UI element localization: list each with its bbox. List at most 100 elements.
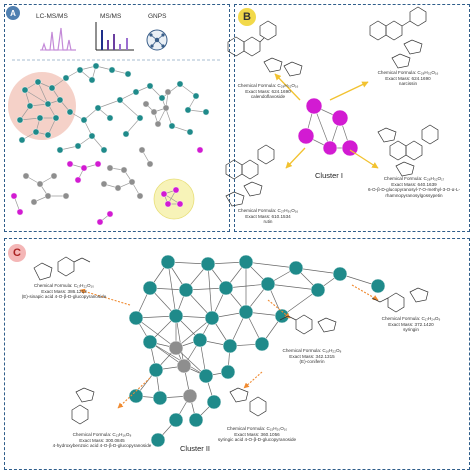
name: syringin bbox=[403, 327, 419, 333]
network-node bbox=[44, 100, 52, 108]
network-node bbox=[162, 104, 170, 112]
network-node bbox=[260, 276, 276, 292]
network-node bbox=[220, 364, 236, 380]
network-node bbox=[16, 208, 24, 216]
msms-spectrum-icon bbox=[95, 22, 134, 51]
network-node bbox=[172, 186, 180, 194]
structure-hydroxybenzoic-glucoside bbox=[71, 387, 95, 425]
name: (E)-sinapic acid 4-O-β-D-glucopyranoside bbox=[21, 294, 107, 300]
mass: Exact Mass: 624.1690 bbox=[245, 88, 291, 94]
name: 4-hydroxybenzoic acid 4-O-β-D-glucopyran… bbox=[52, 443, 152, 449]
network-node bbox=[310, 282, 326, 298]
network-node bbox=[21, 86, 29, 94]
formula: Chemical Formula: C₁₅H₂₀O₁₀ bbox=[226, 426, 288, 431]
structure-narcissin bbox=[369, 6, 427, 69]
network-node bbox=[238, 304, 254, 320]
network-edge bbox=[149, 341, 207, 377]
network-node bbox=[238, 254, 254, 270]
network-node bbox=[48, 84, 56, 92]
network-edge bbox=[175, 315, 185, 367]
network-node bbox=[254, 336, 270, 352]
network-node bbox=[80, 116, 88, 124]
highlight-yellow-region bbox=[153, 178, 195, 220]
cluster-ii-arrows bbox=[79, 284, 379, 409]
network-node bbox=[202, 108, 210, 116]
network-node bbox=[332, 266, 348, 282]
network-edge bbox=[135, 317, 177, 349]
lcms-label: LC-MS/MS bbox=[36, 13, 68, 20]
network-node bbox=[80, 164, 88, 172]
network-node bbox=[150, 432, 166, 448]
network-edge bbox=[281, 289, 319, 317]
network-node bbox=[132, 88, 140, 96]
network-edge bbox=[97, 99, 121, 109]
network-node bbox=[188, 412, 204, 428]
network-node bbox=[34, 78, 42, 86]
compound-info-narcissin: Chemical Formula: C₂₈H₃₂O₁₆ Exact Mass: … bbox=[376, 70, 440, 87]
cluster-i-network bbox=[297, 97, 359, 157]
network-edge bbox=[167, 261, 177, 317]
formula: Chemical Formula: C₂₇H₃₀O₁₆ bbox=[237, 208, 299, 213]
cluster-i-label: Cluster I bbox=[315, 171, 343, 180]
gnps-network-icon bbox=[146, 29, 168, 51]
network-node bbox=[142, 280, 158, 296]
network-node bbox=[150, 108, 158, 116]
network-node bbox=[331, 109, 349, 127]
network-node bbox=[30, 198, 38, 206]
network-node bbox=[176, 200, 184, 208]
mass: Exact Mass: 624.1690 bbox=[385, 75, 431, 81]
network-node bbox=[56, 146, 64, 154]
network-node bbox=[206, 394, 222, 410]
network-node bbox=[106, 164, 114, 172]
network-node bbox=[160, 254, 176, 270]
network-node bbox=[92, 62, 100, 70]
network-node bbox=[200, 256, 216, 272]
network-node bbox=[44, 131, 52, 139]
network-node bbox=[52, 114, 60, 122]
formula: Chemical Formula: C₁₃H₁₆O₈ bbox=[72, 432, 132, 437]
network-edge bbox=[267, 283, 319, 291]
name: rutin bbox=[263, 219, 273, 225]
network-node bbox=[128, 388, 144, 404]
network-edge bbox=[175, 317, 213, 349]
name: rhamnopyranosylgossypetin bbox=[385, 193, 443, 199]
network-node bbox=[136, 192, 144, 200]
network-node bbox=[18, 136, 26, 144]
network-node bbox=[182, 388, 198, 404]
network-node bbox=[16, 116, 24, 124]
network-node bbox=[76, 66, 84, 74]
network-node bbox=[128, 178, 136, 186]
network-node bbox=[222, 338, 238, 354]
network-node bbox=[158, 94, 166, 102]
network-node bbox=[305, 97, 323, 115]
mass: Exact Mass: 342.1315 bbox=[289, 353, 335, 359]
structure-gossypetin-glycoside bbox=[377, 124, 439, 177]
structure-syringin bbox=[371, 287, 429, 313]
network-node bbox=[168, 412, 184, 428]
structure-coniferin bbox=[279, 314, 337, 335]
network-node bbox=[128, 310, 144, 326]
compound-info-coniferin: Chemical Formula: C₁₆H₂₂O₈ Exact Mass: 3… bbox=[280, 348, 344, 365]
network-node bbox=[88, 132, 96, 140]
network-node bbox=[122, 130, 130, 138]
gnps-label: GNPS bbox=[148, 13, 167, 20]
compound-info-syringic-glucoside: Chemical Formula: C₁₅H₂₀O₁₀ Exact Mass: … bbox=[216, 426, 298, 443]
network-node bbox=[370, 278, 386, 294]
name: syringic acid 4-O-β-D-glucopyranoside bbox=[217, 437, 297, 443]
name: (E)-coniferin bbox=[299, 359, 325, 365]
compound-info-rutin: Chemical Formula: C₂₇H₃₀O₁₆ Exact Mass: … bbox=[236, 208, 300, 225]
network-node bbox=[66, 160, 74, 168]
formula: Chemical Formula: C₁₇H₂₄O₉ bbox=[381, 316, 441, 321]
network-node bbox=[218, 280, 234, 296]
compound-info-syringin: Chemical Formula: C₁₇H₂₄O₉ Exact Mass: 3… bbox=[380, 316, 442, 333]
network-edge bbox=[24, 89, 49, 105]
mass: Exact Mass: 610.1534 bbox=[245, 213, 291, 219]
structure-rutin bbox=[225, 144, 275, 207]
network-node bbox=[297, 127, 315, 145]
formula: Chemical Formula: C₂₈H₃₂O₁₆ bbox=[377, 70, 439, 75]
network-edge bbox=[207, 263, 213, 319]
network-node bbox=[10, 192, 18, 200]
msms-label: MS/MS bbox=[100, 13, 122, 20]
panel-a-badge: A bbox=[6, 6, 20, 20]
